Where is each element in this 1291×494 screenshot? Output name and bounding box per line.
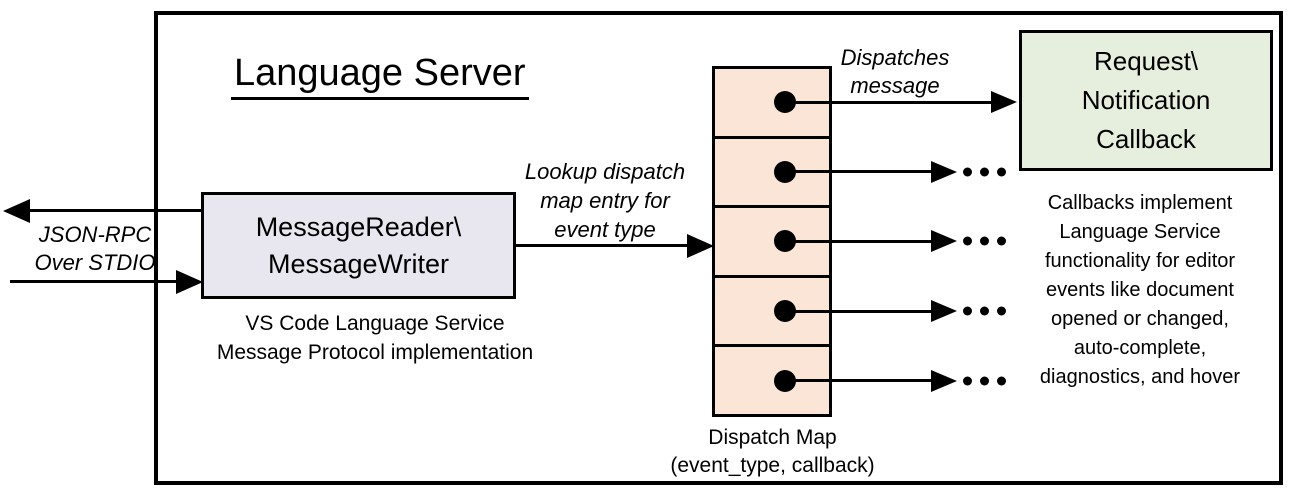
note-line: functionality for editor <box>1044 250 1236 272</box>
dispatch-map-cell <box>715 205 1006 275</box>
arrow-lookup-head <box>687 234 714 258</box>
arrow-lookup-line <box>514 244 689 247</box>
arrow-callback-line <box>785 170 933 174</box>
callbacks-note: Callbacks implement Language Service fun… <box>1008 189 1272 392</box>
note-line: events like document <box>1046 279 1234 301</box>
lookup-label: Lookup dispatch map entry for event type <box>510 157 700 244</box>
note-line: opened or changed, <box>1051 308 1229 330</box>
lookup-label-line3: event type <box>554 217 656 242</box>
map-caption-line1: Dispatch Map <box>708 426 837 449</box>
language-server-boundary <box>154 11 1283 485</box>
ellipsis <box>963 376 1006 386</box>
lookup-label-line1: Lookup dispatch <box>524 159 686 184</box>
dispatch-label-line2: message <box>850 73 940 98</box>
request-notification-callback-box: Request\ Notification Callback <box>1019 30 1273 171</box>
note-line: Callbacks implement <box>1047 192 1233 214</box>
arrow-callback-line <box>785 239 933 243</box>
dispatch-map-cell <box>715 344 1006 414</box>
io-channel-label-line1: JSON-RPC <box>38 222 152 247</box>
note-line: Language Service <box>1059 221 1221 243</box>
note-line: diagnostics, and hover <box>1039 366 1241 388</box>
ellipsis <box>963 167 1006 177</box>
callback-box-line3: Callback <box>1096 124 1196 154</box>
map-entry-dot <box>774 91 796 114</box>
io-channel-label-line2: Over STDIO <box>34 250 156 275</box>
note-line: auto-complete, <box>1073 337 1207 359</box>
map-caption-line2: (event_type, callback) <box>670 454 875 477</box>
map-entry-dot <box>774 300 796 323</box>
callback-box-line2: Notification <box>1081 85 1211 115</box>
map-entry-dot <box>774 369 796 392</box>
reader-box-caption: VS Code Language Service Message Protoco… <box>195 309 555 367</box>
message-reader-writer-box: MessageReader\ MessageWriter <box>201 192 516 299</box>
arrow-dispatch-head <box>991 91 1017 114</box>
arrow-callback-head <box>931 369 957 392</box>
diagram-title: Language Server <box>231 51 529 100</box>
reader-box-line2: MessageWriter <box>267 248 450 279</box>
ellipsis <box>963 236 1006 246</box>
dispatches-message-label: Dispatches message <box>825 44 965 100</box>
arrow-json-out-line <box>22 209 203 212</box>
arrow-callback-line <box>785 309 933 313</box>
arrow-callback-head <box>931 160 957 183</box>
arrow-json-in-head <box>176 270 203 294</box>
arrow-json-in-line <box>10 280 178 283</box>
map-entry-dot <box>774 230 796 253</box>
io-channel-label: JSON-RPC Over STDIO <box>10 221 180 277</box>
arrow-callback-head <box>931 300 957 323</box>
reader-caption-line2: Message Protocol implementation <box>216 341 534 364</box>
arrow-dispatch-line <box>785 100 993 104</box>
arrow-callback-head <box>931 230 957 253</box>
reader-caption-line1: VS Code Language Service <box>245 312 505 335</box>
callback-box-line1: Request\ <box>1093 46 1199 76</box>
dispatch-map-cell <box>715 69 1017 136</box>
dispatch-map <box>712 66 1017 417</box>
reader-box-line1: MessageReader\ <box>255 211 462 242</box>
dispatch-map-caption: Dispatch Map (event_type, callback) <box>650 424 895 480</box>
arrow-callback-line <box>785 379 933 383</box>
lookup-label-line2: map entry for <box>540 188 670 213</box>
dispatch-map-cell <box>715 274 1006 345</box>
ellipsis <box>963 306 1006 316</box>
dispatch-map-cell <box>715 135 1006 206</box>
map-entry-dot <box>774 160 796 183</box>
dispatch-label-line1: Dispatches <box>840 45 950 70</box>
